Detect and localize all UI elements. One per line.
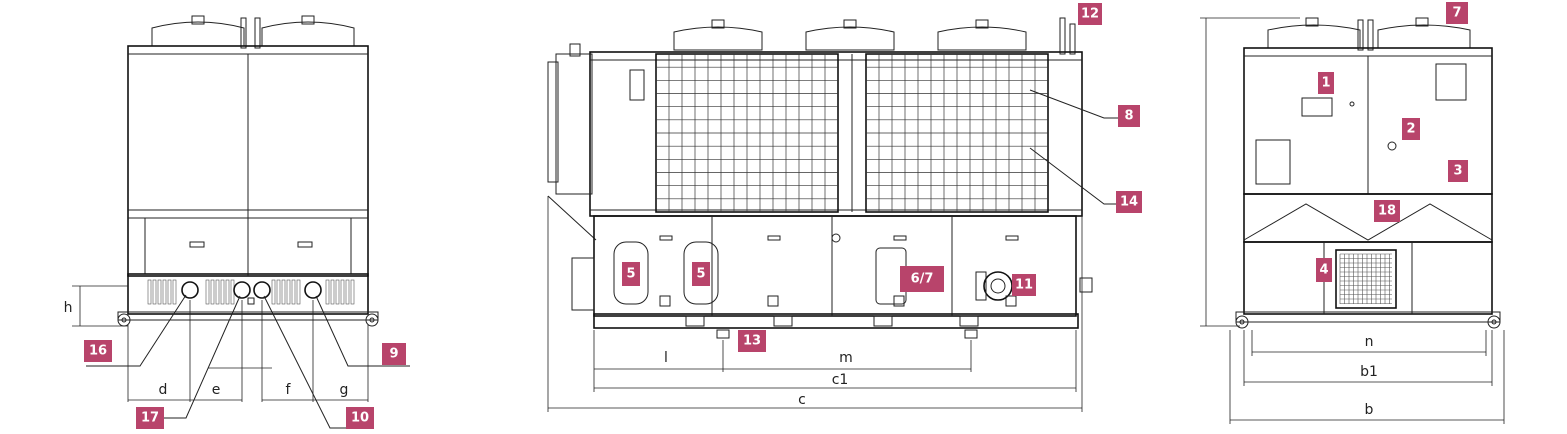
tags: 16 17 9 10 12 8 14 5 5 6/7 11 13 7 1 2 3… xyxy=(84,2,1468,429)
dim-c: c xyxy=(798,392,806,408)
dim-b1: b1 xyxy=(1360,364,1378,380)
svg-text:5: 5 xyxy=(626,267,635,282)
dim-m: m xyxy=(839,350,853,366)
svg-text:2: 2 xyxy=(1406,122,1415,137)
tag-7: 7 xyxy=(1446,2,1468,24)
tag-5a: 5 xyxy=(622,262,640,286)
dim-b: b xyxy=(1365,402,1374,418)
svg-text:14: 14 xyxy=(1120,195,1138,210)
tag-6-7: 6/7 xyxy=(900,266,944,292)
svg-text:12: 12 xyxy=(1081,7,1099,22)
tag-14: 14 xyxy=(1116,191,1142,213)
svg-text:3: 3 xyxy=(1453,164,1462,179)
tag-3: 3 xyxy=(1448,160,1468,182)
svg-text:18: 18 xyxy=(1378,204,1396,219)
dim-e: e xyxy=(212,382,221,398)
tag-4: 4 xyxy=(1316,258,1332,282)
tag-5b: 5 xyxy=(692,262,710,286)
tag-18: 18 xyxy=(1374,200,1400,222)
dim-c1: c1 xyxy=(832,372,849,388)
tag-12: 12 xyxy=(1078,3,1102,25)
svg-text:5: 5 xyxy=(696,267,705,282)
svg-text:1: 1 xyxy=(1321,76,1330,91)
tag-16: 16 xyxy=(84,340,112,362)
svg-text:9: 9 xyxy=(389,347,398,362)
tag-11: 11 xyxy=(1012,274,1036,296)
dim-l: l xyxy=(664,350,668,366)
tag-13: 13 xyxy=(738,330,766,352)
middle-view: l m c1 c xyxy=(547,17,1120,412)
svg-text:7: 7 xyxy=(1452,6,1461,21)
svg-text:17: 17 xyxy=(141,411,159,426)
svg-text:4: 4 xyxy=(1319,263,1328,278)
svg-text:16: 16 xyxy=(89,344,107,359)
tag-8: 8 xyxy=(1118,105,1140,127)
svg-text:8: 8 xyxy=(1124,109,1133,124)
right-view: n b1 b xyxy=(1200,17,1505,424)
dim-d: d xyxy=(159,382,168,398)
tag-10: 10 xyxy=(346,407,374,429)
dim-g: g xyxy=(340,382,349,398)
tag-17: 17 xyxy=(136,407,164,429)
svg-text:11: 11 xyxy=(1015,278,1033,293)
dim-f: f xyxy=(286,382,292,398)
tag-9: 9 xyxy=(382,343,406,365)
svg-text:10: 10 xyxy=(351,411,369,426)
tag-1: 1 xyxy=(1318,72,1334,94)
svg-text:13: 13 xyxy=(743,334,761,349)
left-view: h d e f g xyxy=(64,15,410,429)
tag-2: 2 xyxy=(1402,118,1420,140)
dim-n: n xyxy=(1365,334,1374,350)
dim-h: h xyxy=(64,300,73,316)
svg-text:6/7: 6/7 xyxy=(911,272,934,287)
